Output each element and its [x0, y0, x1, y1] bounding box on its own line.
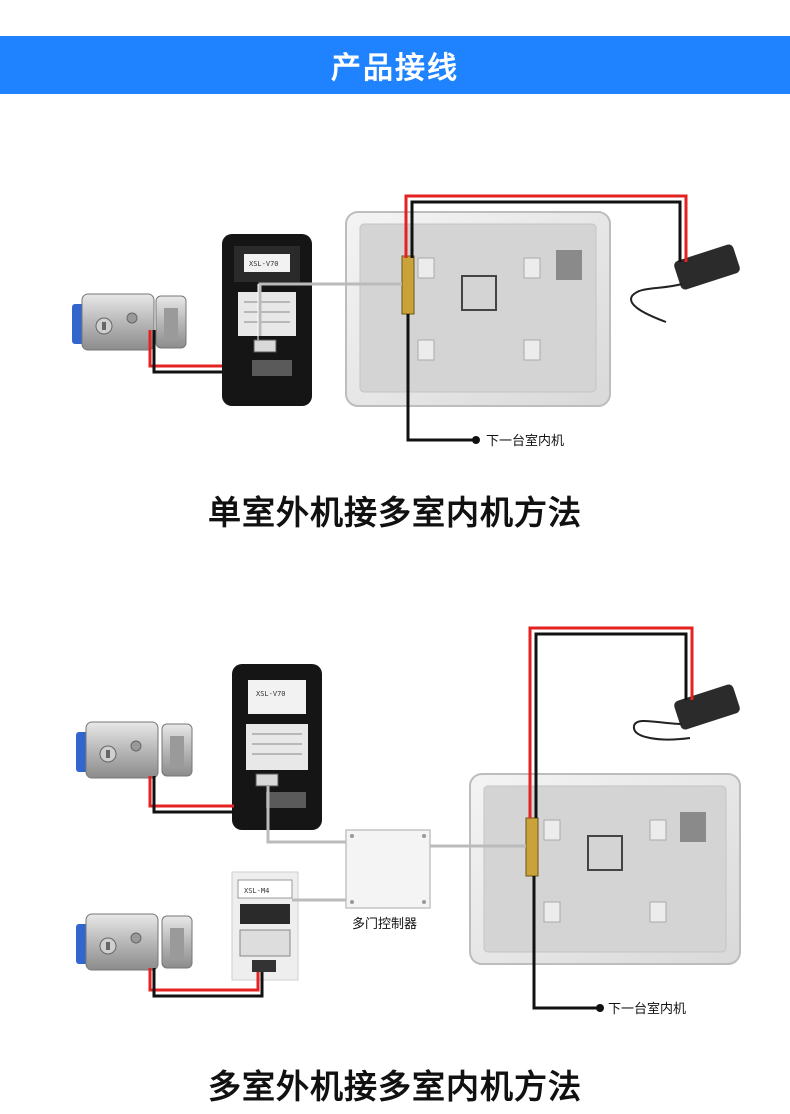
outdoor-unit: XSL-V70	[222, 234, 312, 406]
power-adapter	[633, 684, 740, 741]
header-banner: 产品接线	[0, 36, 790, 94]
page-title: 产品接线	[331, 51, 459, 86]
outdoor-unit: XSL-V70	[232, 664, 322, 830]
diagram-multi-outdoor: XSL-V70 XSL-M4 多门控制器	[76, 626, 741, 1017]
multi-door-controller	[345, 829, 431, 909]
controller-label: 多门控制器	[352, 916, 417, 932]
electric-lock	[72, 293, 187, 351]
second-outdoor-model: XSL-M4	[244, 887, 269, 895]
power-adapter	[630, 244, 740, 323]
outdoor-unit-model: XSL-V70	[256, 690, 286, 698]
next-monitor-label: 下一台室内机	[486, 433, 564, 449]
wires	[148, 194, 688, 444]
electric-lock	[76, 721, 193, 779]
indoor-monitor	[345, 211, 611, 407]
outdoor-unit-model: XSL-V70	[249, 260, 279, 268]
section-title-single: 单室外机接多室内机方法	[208, 493, 582, 532]
section-title-multi: 多室外机接多室内机方法	[208, 1067, 582, 1106]
wires	[148, 626, 694, 1012]
next-monitor-label: 下一台室内机	[608, 1001, 686, 1017]
indoor-monitor	[469, 773, 741, 965]
electric-lock	[76, 913, 193, 971]
diagram-single-outdoor: XSL-V70	[72, 194, 740, 449]
outdoor-unit-board: XSL-M4	[231, 871, 299, 981]
